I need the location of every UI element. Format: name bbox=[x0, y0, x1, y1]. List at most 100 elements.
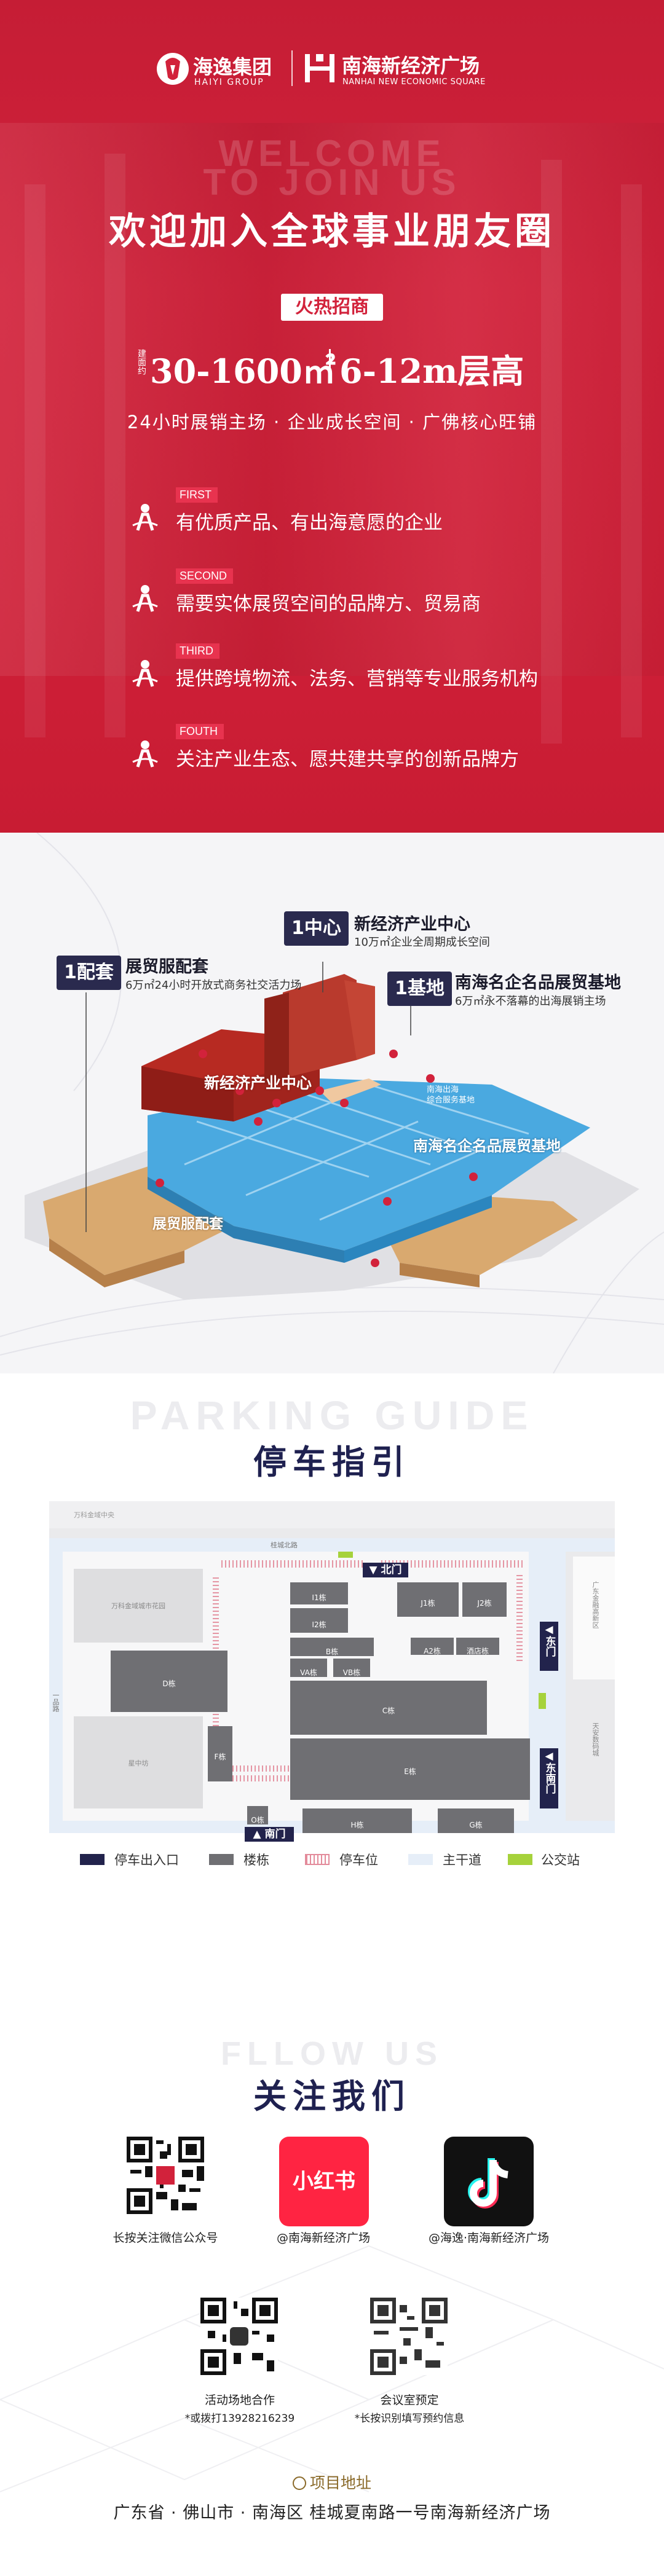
area-label: 建面约 bbox=[136, 349, 146, 375]
site-map-section: 1中心 新经济产业中心 10万㎡企业全周期成长空间 1配套 展贸服配套 6万㎡2… bbox=[0, 833, 664, 1373]
parking-section: PARKING GUIDE 停车指引 万科金域中央 桂城北路 一品路 广东金融高… bbox=[0, 1373, 664, 2000]
address-heading: 项目地址 bbox=[0, 2471, 664, 2493]
building-o: O栋 bbox=[247, 1806, 268, 1824]
zone-label-center: 新经济产业中心 bbox=[204, 1074, 312, 1092]
hero-tagline: 24小时展销主场 · 企业成长空间 · 广佛核心旺铺 bbox=[127, 412, 537, 433]
area-value: 30-1600㎡ bbox=[150, 351, 336, 391]
building-d: D栋 bbox=[111, 1651, 227, 1712]
audience-text: 提供跨境物流、法务、营销等专业服务机构 bbox=[176, 668, 538, 690]
support-title: 展贸服配套 bbox=[125, 957, 208, 976]
road-top bbox=[49, 1501, 615, 1528]
gate-south[interactable]: ▲ 南门 bbox=[245, 1827, 294, 1842]
douyin-app-icon[interactable] bbox=[444, 2137, 534, 2226]
parking-map: 万科金域中央 桂城北路 一品路 广东金融高新区 天安数码城 万科金域城市花园 星… bbox=[49, 1501, 615, 1842]
meeting-qr-code[interactable] bbox=[370, 2298, 448, 2375]
person-icon bbox=[132, 740, 158, 768]
building-f: F栋 bbox=[208, 1726, 232, 1781]
location-pin-icon bbox=[292, 2476, 306, 2490]
follow-section: FLLOW US 关注我们 长按关注微信公众号 小红书 @南海新经济广场 @海逸… bbox=[0, 2000, 664, 2576]
legend-swatch-road bbox=[408, 1854, 433, 1865]
nanhai-logo-icon bbox=[305, 54, 334, 82]
plot-star: 星中坊 bbox=[74, 1716, 203, 1808]
building-c: C栋 bbox=[290, 1681, 487, 1735]
audience-text: 需要实体展贸空间的品牌方、贸易商 bbox=[176, 593, 481, 615]
parking-legend: 停车出入口 楼栋 停车位 主干道 公交站 bbox=[0, 1848, 664, 1872]
ghost-join: TO JOIN US bbox=[203, 162, 461, 203]
plot-right bbox=[573, 1557, 615, 1679]
tiktok-icon bbox=[468, 2158, 508, 2209]
road-top-label: 万科金域中央 bbox=[74, 1511, 114, 1519]
height-value: 6-12m层高 bbox=[339, 351, 524, 391]
decor-pillar bbox=[25, 184, 45, 737]
support-badge: 1配套 bbox=[57, 956, 121, 990]
legend-swatch-parking bbox=[305, 1854, 330, 1865]
address-text: 广东省 · 佛山市 · 南海区 桂城夏南路一号南海新经济广场 bbox=[113, 2503, 551, 2523]
decor-pillar bbox=[621, 184, 642, 737]
road-left-label: 一品路 bbox=[52, 1692, 60, 1712]
hero-background bbox=[0, 123, 664, 676]
bus-stop bbox=[338, 1552, 353, 1558]
legend-label: 主干道 bbox=[443, 1853, 481, 1867]
parking-spaces bbox=[221, 1560, 363, 1568]
douyin-caption: @海逸·南海新经济广场 bbox=[428, 2231, 550, 2245]
legend-swatch-building bbox=[209, 1854, 234, 1865]
activity-phone: *或拨打13928216239 bbox=[184, 2413, 295, 2425]
legend-label: 停车出入口 bbox=[114, 1853, 179, 1867]
brand2-name: 南海新经济广场 bbox=[342, 54, 480, 77]
road-right2-label: 天安数码城 bbox=[591, 1722, 599, 1756]
legend-swatch-gate bbox=[80, 1854, 105, 1865]
building-a2: A2栋 bbox=[411, 1638, 454, 1655]
person-icon bbox=[132, 504, 158, 531]
audience-item: FIRST 有优质产品、有出海意愿的企业 bbox=[129, 487, 621, 536]
audience-item: SECOND 需要实体展贸空间的品牌方、贸易商 bbox=[129, 568, 621, 618]
meeting-note: *长按识别填写预约信息 bbox=[354, 2413, 465, 2425]
address-title: 项目地址 bbox=[309, 2474, 371, 2492]
building-e: E栋 bbox=[290, 1738, 530, 1800]
building-hotel: 酒店栋 bbox=[456, 1638, 499, 1655]
follow-title: 关注我们 bbox=[253, 2077, 411, 2116]
road-left bbox=[49, 1538, 63, 1833]
parking-ghost: PARKING GUIDE bbox=[130, 1392, 534, 1438]
brand-divider bbox=[291, 50, 293, 86]
site-map-illustration bbox=[0, 833, 664, 1373]
zone-label-base: 南海名企名品展贸基地 bbox=[413, 1137, 561, 1155]
gate-north[interactable]: ▼ 北门 bbox=[363, 1563, 408, 1577]
ghost-welcome: WELCOME bbox=[218, 133, 446, 174]
gate-east[interactable]: ◀东门 bbox=[540, 1622, 558, 1671]
base-badge: 1基地 bbox=[387, 972, 452, 1006]
audience-tag: SECOND bbox=[176, 568, 234, 584]
activity-qr-code[interactable] bbox=[200, 2298, 278, 2375]
person-icon bbox=[132, 585, 158, 612]
hero-banner: 海逸集团 HAIYI GROUP 南海新经济广场 NANHAI NEW ECON… bbox=[0, 0, 664, 833]
plot-residential: 万科金域城市花园 bbox=[74, 1569, 203, 1643]
building-i2: I2栋 bbox=[290, 1608, 348, 1633]
haiyi-logo-icon bbox=[157, 53, 189, 85]
person-icon bbox=[132, 660, 158, 687]
base-subtitle: 6万㎡永不落幕的出海展销主场 bbox=[455, 995, 606, 1008]
follow-ghost: FLLOW US bbox=[221, 2035, 443, 2072]
audience-tag: THIRD bbox=[176, 643, 219, 659]
road-right-label: 广东金融高新区 bbox=[591, 1581, 599, 1628]
support-subtitle: 6万㎡24小时开放式商务社交活力场 bbox=[125, 979, 302, 992]
brand1-en: HAIYI GROUP bbox=[194, 77, 264, 87]
center-subtitle: 10万㎡企业全周期成长空间 bbox=[354, 936, 490, 949]
road-north bbox=[49, 1538, 615, 1552]
xiaohongshu-app-icon[interactable]: 小红书 bbox=[279, 2137, 369, 2226]
brand2-en: NANHAI NEW ECONOMIC SQUARE bbox=[342, 77, 486, 87]
building-b: B栋 bbox=[290, 1638, 374, 1656]
meeting-caption: 会议室预定 bbox=[380, 2393, 439, 2407]
zone-label-support: 展贸服配套 bbox=[152, 1216, 223, 1232]
building-j2: J2栋 bbox=[462, 1582, 507, 1617]
building-g: G栋 bbox=[438, 1808, 514, 1833]
decor-pillar bbox=[105, 154, 125, 737]
base-title: 南海名企名品展贸基地 bbox=[455, 973, 621, 992]
audience-text: 有优质产品、有出海意愿的企业 bbox=[176, 512, 443, 534]
wechat-qr-code[interactable] bbox=[127, 2137, 204, 2214]
bus-stop bbox=[539, 1693, 546, 1709]
metric-divider bbox=[329, 349, 331, 382]
gate-southeast[interactable]: ◀东南门 bbox=[540, 1748, 558, 1808]
building-i1: I1栋 bbox=[290, 1582, 348, 1604]
center-badge: 1中心 bbox=[284, 911, 349, 946]
parking-spaces bbox=[516, 1575, 523, 1661]
building-vb: VB栋 bbox=[333, 1659, 370, 1677]
